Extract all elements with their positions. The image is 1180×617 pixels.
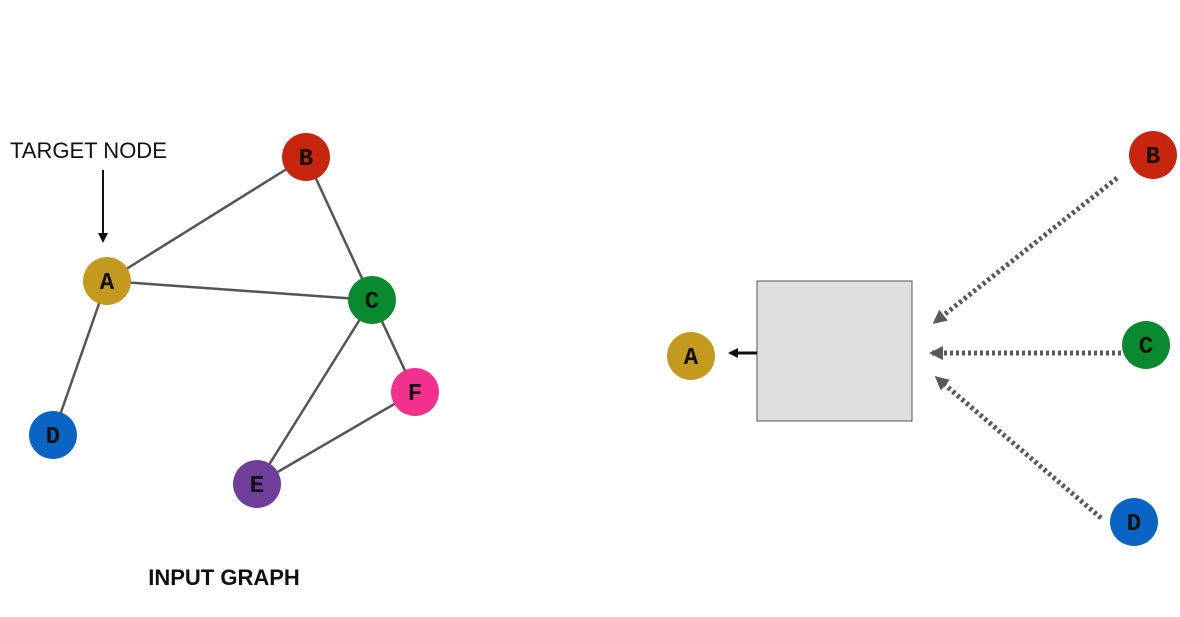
output-node-a-label: A [684,345,699,372]
input-node-a: A [83,257,131,305]
input-node-a-circle [83,257,131,305]
neighbor-node-d-circle [1110,498,1158,546]
input-node-b: B [282,133,330,181]
edge-c-e [255,299,374,485]
input-node-e: E [233,460,281,508]
neighbor-node-c: C [1122,321,1170,369]
input-node-c-circle [348,276,396,324]
input-node-f-label: F [408,381,422,408]
message-arrow-d [934,376,1103,520]
input-graph: A B C D E F [29,133,439,508]
target-node-label: TARGET NODE [10,138,167,163]
neighbor-node-d: D [1110,498,1158,546]
aggregation-panel: A B C D [667,131,1177,546]
input-node-a-label: A [100,270,115,297]
neighbor-node-b-circle [1129,131,1177,179]
input-node-b-circle [282,133,330,181]
input-node-e-label: E [250,473,264,500]
input-node-f-circle [391,368,439,416]
output-node-a-circle [667,332,715,380]
edge-a-b [106,155,307,283]
neighbor-node-b-label: B [1146,144,1160,171]
input-node-d-circle [29,411,77,459]
edge-a-c [106,279,373,302]
input-node-e-circle [233,460,281,508]
neighbor-node-c-circle [1122,321,1170,369]
aggregation-arrows [728,176,1121,520]
input-node-f: F [391,368,439,416]
neighbor-node-c-label: C [1139,334,1153,361]
message-arrow-b [932,176,1119,324]
edge-e-f [256,390,416,486]
output-node-a: A [667,332,715,380]
neighbor-node-b: B [1129,131,1177,179]
input-node-b-label: B [299,146,313,173]
neighbor-node-d-label: D [1127,511,1141,538]
input-graph-nodes: A B C D E F [29,133,439,508]
aggregator-box [756,280,913,422]
input-node-c-label: C [365,289,379,316]
input-graph-caption: INPUT GRAPH [148,565,300,590]
aggregation-nodes: A B C D [667,131,1177,546]
input-node-c: C [348,276,396,324]
input-node-d-label: D [46,424,60,451]
edge-b-c [304,156,374,301]
edge-a-d [51,280,109,436]
input-node-d: D [29,411,77,459]
